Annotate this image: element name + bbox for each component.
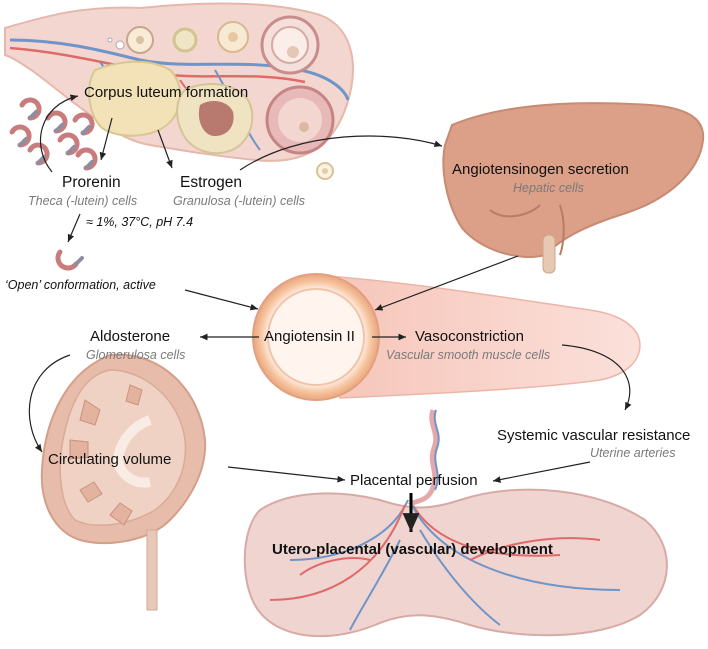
- arrow-to-prorenin: [99, 117, 113, 161]
- arrow-to-estrogen: [157, 129, 173, 169]
- arrow-volume-to-perfusion: [227, 466, 346, 483]
- blood-vessel-illustration: [252, 273, 641, 401]
- estrogen-source-label: Granulosa (-lutein) cells: [173, 194, 305, 208]
- arrow-curve-to-corpus: [39, 94, 79, 173]
- arrow-open-to-angiotensin: [184, 289, 259, 311]
- vasoconstriction-label: Vasoconstriction: [415, 328, 524, 345]
- placental-perfusion-label: Placental perfusion: [350, 472, 478, 489]
- placenta-illustration: [243, 409, 668, 638]
- prorenin-label: Prorenin: [62, 174, 121, 191]
- arrow-to-systemic: [561, 344, 632, 411]
- systemic-resistance-label: Systemic vascular resistance: [497, 427, 691, 444]
- prorenin-source-label: Theca (-lutein) cells: [28, 194, 138, 208]
- arrow-estrogen-to-liver: [239, 135, 443, 171]
- open-conformation-label: ‘Open’ conformation, active: [5, 278, 156, 292]
- ovary-illustration: [4, 2, 354, 162]
- arrow-systemic-to-perfusion: [492, 461, 591, 483]
- angiotensin-ii-label: Angiotensin II: [264, 328, 355, 345]
- aldosterone-label: Aldosterone: [90, 328, 171, 345]
- kidney-illustration: [40, 353, 207, 611]
- corpus-luteum-label: Corpus luteum formation: [84, 84, 249, 101]
- angiotensinogen-label: Angiotensinogen secretion: [452, 161, 629, 178]
- vasoconstriction-source-label: Vascular smooth muscle cells: [386, 348, 551, 362]
- arrows: [28, 94, 632, 483]
- prorenin-tails: [18, 110, 94, 266]
- aldosterone-source-label: Glomerulosa cells: [86, 348, 186, 362]
- systemic-resistance-source-label: Uterine arteries: [590, 446, 676, 460]
- angiotensinogen-source-label: Hepatic cells: [513, 181, 584, 195]
- circulating-volume-label: Circulating volume: [48, 451, 172, 468]
- estrogen-label: Estrogen: [180, 174, 243, 191]
- utero-placental-label: Utero-placental (vascular) development: [272, 541, 553, 558]
- arrow-activation: [67, 213, 81, 243]
- activation-conditions-label: ≈ 1%, 37°C, pH 7.4: [86, 215, 194, 229]
- arrow-aldosterone-to-volume: [28, 354, 71, 453]
- liver-illustration: [442, 102, 705, 274]
- arrow-liver-to-angiotensin: [374, 255, 519, 311]
- prorenin-molecules: [9, 97, 98, 271]
